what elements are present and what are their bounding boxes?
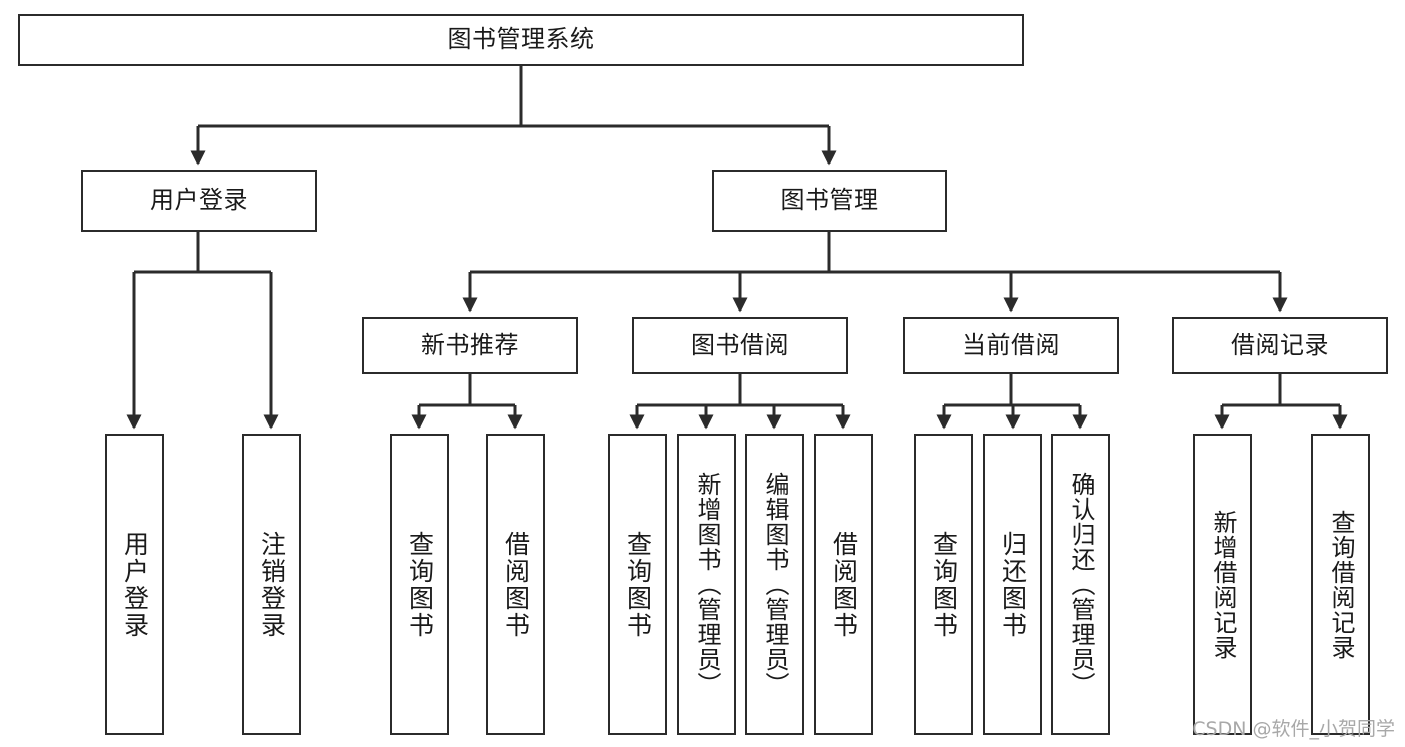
node-leaf-user-login-label: 用户登录: [120, 530, 150, 639]
node-root[interactable]: 图书管理系统: [18, 14, 1024, 66]
node-leaf-query-record-label: 查询借阅记录: [1326, 509, 1355, 660]
node-leaf-newbook-borrow[interactable]: 借阅图书: [486, 434, 545, 735]
csdn-watermark: CSDN @软件_小贺同学: [1192, 718, 1395, 740]
node-book-management-label: 图书管理: [780, 186, 879, 215]
node-leaf-user-login[interactable]: 用户登录: [105, 434, 164, 735]
node-leaf-borrow-query[interactable]: 查询图书: [608, 434, 667, 735]
node-leaf-query-record[interactable]: 查询借阅记录: [1311, 434, 1370, 735]
node-book-borrow-label: 图书借阅: [691, 330, 789, 359]
node-leaf-current-query[interactable]: 查询图书: [914, 434, 973, 735]
node-leaf-newbook-query-label: 查询图书: [405, 530, 435, 639]
node-user-login[interactable]: 用户登录: [81, 170, 317, 232]
node-leaf-add-book-admin-label: 新增图书（管理员）: [692, 472, 721, 697]
node-leaf-return-book-label: 归还图书: [998, 530, 1028, 639]
node-current-borrow[interactable]: 当前借阅: [903, 317, 1119, 374]
node-borrow-record-label: 借阅记录: [1231, 330, 1329, 359]
node-leaf-add-record[interactable]: 新增借阅记录: [1193, 434, 1252, 735]
node-leaf-confirm-return-admin-label: 确认归还（管理员）: [1066, 472, 1095, 697]
node-leaf-confirm-return-admin[interactable]: 确认归还（管理员）: [1051, 434, 1110, 735]
node-leaf-add-record-label: 新增借阅记录: [1208, 509, 1237, 660]
node-leaf-newbook-query[interactable]: 查询图书: [390, 434, 449, 735]
node-leaf-edit-book-admin-label: 编辑图书（管理员）: [760, 472, 789, 697]
node-root-label: 图书管理系统: [447, 25, 595, 54]
node-new-book-recommend[interactable]: 新书推荐: [362, 317, 578, 374]
node-borrow-record[interactable]: 借阅记录: [1172, 317, 1388, 374]
node-new-book-recommend-label: 新书推荐: [421, 330, 519, 359]
node-leaf-borrow-book-label: 借阅图书: [829, 530, 859, 639]
node-leaf-edit-book-admin[interactable]: 编辑图书（管理员）: [745, 434, 804, 735]
node-leaf-add-book-admin[interactable]: 新增图书（管理员）: [677, 434, 736, 735]
node-leaf-borrow-book[interactable]: 借阅图书: [814, 434, 873, 735]
node-leaf-borrow-query-label: 查询图书: [623, 530, 653, 639]
node-current-borrow-label: 当前借阅: [962, 330, 1060, 359]
node-book-borrow[interactable]: 图书借阅: [632, 317, 848, 374]
node-leaf-return-book[interactable]: 归还图书: [983, 434, 1042, 735]
node-book-management[interactable]: 图书管理: [712, 170, 947, 232]
node-leaf-current-query-label: 查询图书: [929, 530, 959, 639]
node-leaf-newbook-borrow-label: 借阅图书: [501, 530, 531, 639]
node-leaf-logout[interactable]: 注销登录: [242, 434, 301, 735]
node-leaf-logout-label: 注销登录: [257, 530, 287, 639]
node-user-login-label: 用户登录: [150, 186, 248, 215]
